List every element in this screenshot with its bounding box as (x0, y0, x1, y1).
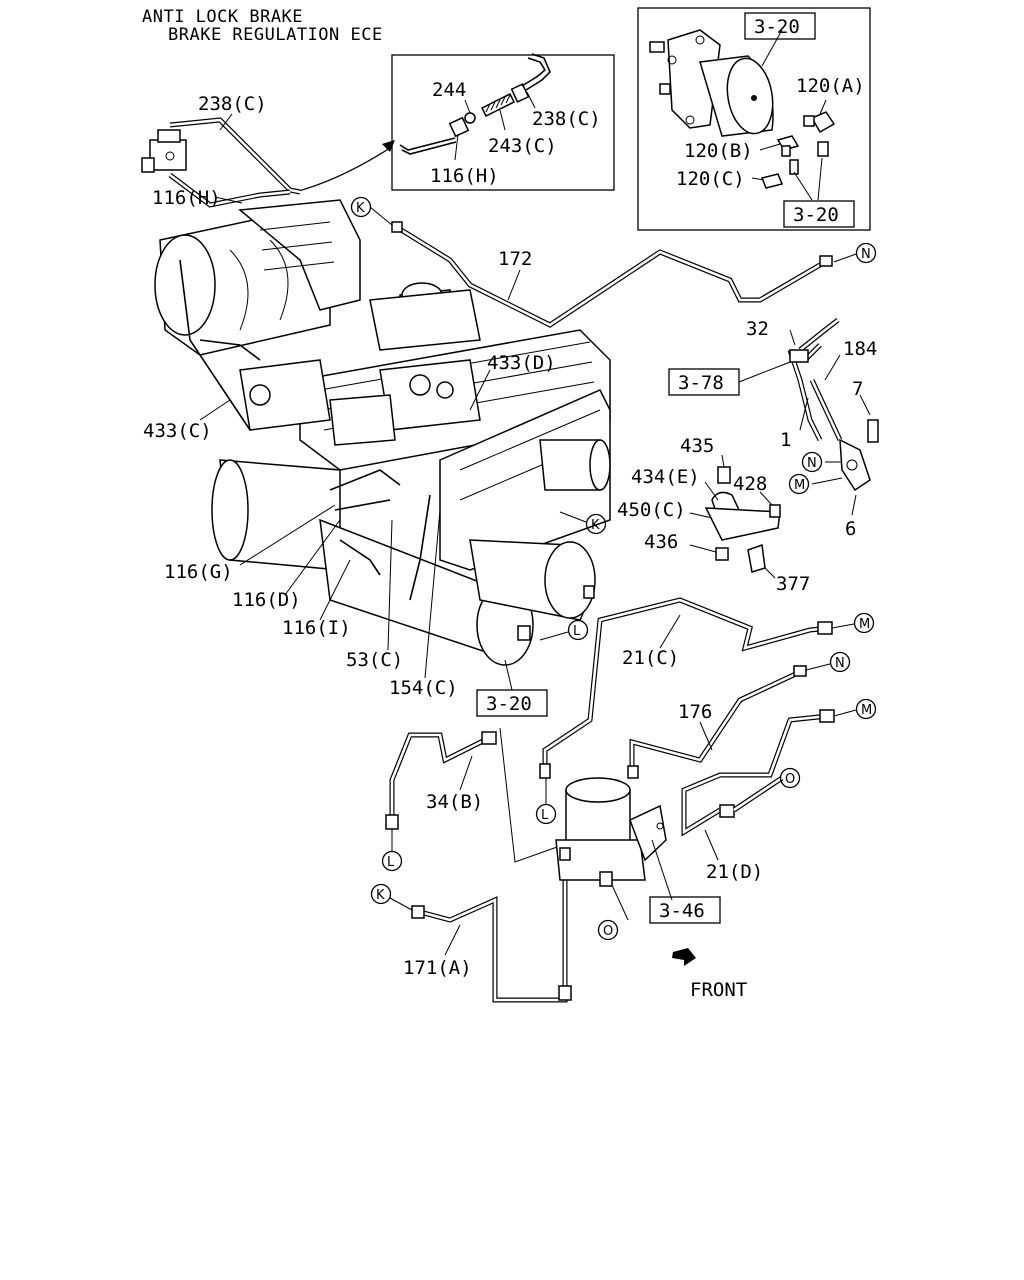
svg-text:N: N (807, 456, 817, 471)
label-34b: 34(B) (426, 791, 483, 813)
connector-K-top[interactable]: K (350, 196, 393, 226)
label-238c-main: 238(C) (198, 93, 267, 115)
label-176: 176 (678, 701, 712, 723)
label-428: 428 (733, 473, 767, 495)
label-21d: 21(D) (706, 861, 763, 883)
label-6: 6 (845, 518, 856, 540)
label-238c-inset: 238(C) (532, 108, 601, 130)
label-53c: 53(C) (346, 649, 403, 671)
connector-M-valve[interactable]: M (788, 473, 810, 495)
svg-text:3-46: 3-46 (659, 900, 705, 922)
label-116g: 116(G) (164, 561, 233, 583)
connector-L-main[interactable]: L (539, 619, 589, 641)
connector-K-main[interactable]: K (559, 511, 607, 535)
ref-box-3-20-inset-top[interactable]: 3-20 (744, 12, 816, 40)
svg-text:3-20: 3-20 (754, 16, 800, 38)
bracket-hardware (689, 454, 781, 579)
svg-text:K: K (356, 201, 365, 216)
svg-text:3-78: 3-78 (678, 372, 724, 394)
connector-N-top[interactable]: N (833, 242, 877, 264)
svg-text:L: L (387, 855, 395, 870)
label-116i: 116(I) (282, 617, 351, 639)
label-433d: 433(D) (487, 352, 556, 374)
label-116d: 116(D) (232, 589, 301, 611)
label-244: 244 (432, 79, 466, 101)
svg-text:M: M (861, 703, 872, 718)
label-32: 32 (746, 318, 769, 340)
inset-fitting-detail (391, 53, 615, 191)
label-154c: 154(C) (389, 677, 458, 699)
svg-text:O: O (785, 772, 795, 787)
label-434e: 434(E) (631, 466, 700, 488)
connector-O-dryer[interactable]: O (597, 919, 619, 941)
connector-L-21c[interactable]: L (535, 778, 557, 825)
label-7: 7 (852, 378, 863, 400)
label-184: 184 (843, 338, 877, 360)
label-120c: 120(C) (676, 168, 745, 190)
svg-text:K: K (376, 888, 385, 903)
diagram-title: ANTI LOCK BRAKE (142, 7, 303, 27)
svg-text:L: L (541, 808, 549, 823)
label-120b: 120(B) (684, 140, 753, 162)
inset-pointer-arrow (294, 147, 391, 193)
svg-text:O: O (603, 924, 613, 939)
connector-M-21c[interactable]: M (831, 612, 875, 634)
label-450c: 450(C) (617, 499, 686, 521)
label-433c: 433(C) (143, 420, 212, 442)
diagram-subtitle: BRAKE REGULATION ECE (168, 25, 383, 45)
connector-M-21d[interactable]: M (833, 698, 877, 720)
ref-box-3-20-inset-bottom[interactable]: 3-20 (783, 200, 855, 228)
svg-text:K: K (591, 518, 600, 533)
label-1: 1 (780, 429, 791, 451)
label-435: 435 (680, 435, 714, 457)
connector-N-176[interactable]: N (805, 651, 851, 673)
connector-O-21d[interactable]: O (779, 767, 801, 789)
connector-K-171a[interactable]: K (370, 883, 413, 911)
svg-text:N: N (835, 656, 845, 671)
svg-text:3-20: 3-20 (793, 204, 839, 226)
connector-N-valve[interactable]: N (801, 451, 823, 473)
label-243c: 243(C) (488, 135, 557, 157)
ref-box-3-46[interactable]: 3-46 (649, 896, 721, 924)
inset-modulator-detail (637, 7, 871, 231)
lower-pipe-routing (385, 597, 835, 1003)
label-171a: 171(A) (403, 957, 472, 979)
connector-L-34b[interactable]: L (381, 829, 403, 872)
valve-3-78-detail (787, 318, 879, 516)
label-120a: 120(A) (796, 75, 865, 97)
label-172: 172 (498, 248, 532, 270)
svg-text:3-20: 3-20 (486, 693, 532, 715)
svg-text:L: L (573, 624, 581, 639)
svg-text:N: N (861, 247, 871, 262)
ref-box-3-20-main[interactable]: 3-20 (476, 689, 548, 717)
ref-box-3-78[interactable]: 3-78 (668, 368, 740, 396)
label-116h-main: 116(H) (152, 187, 221, 209)
label-116h-inset: 116(H) (430, 165, 499, 187)
main-assembly (141, 117, 833, 666)
svg-text:M: M (794, 478, 805, 493)
label-436: 436 (644, 531, 678, 553)
svg-text:M: M (859, 617, 870, 632)
front-arrow (672, 948, 696, 966)
label-21c: 21(C) (622, 647, 679, 669)
label-377: 377 (776, 573, 810, 595)
front-label: FRONT (690, 979, 747, 1001)
air-dryer-canister (555, 777, 673, 921)
